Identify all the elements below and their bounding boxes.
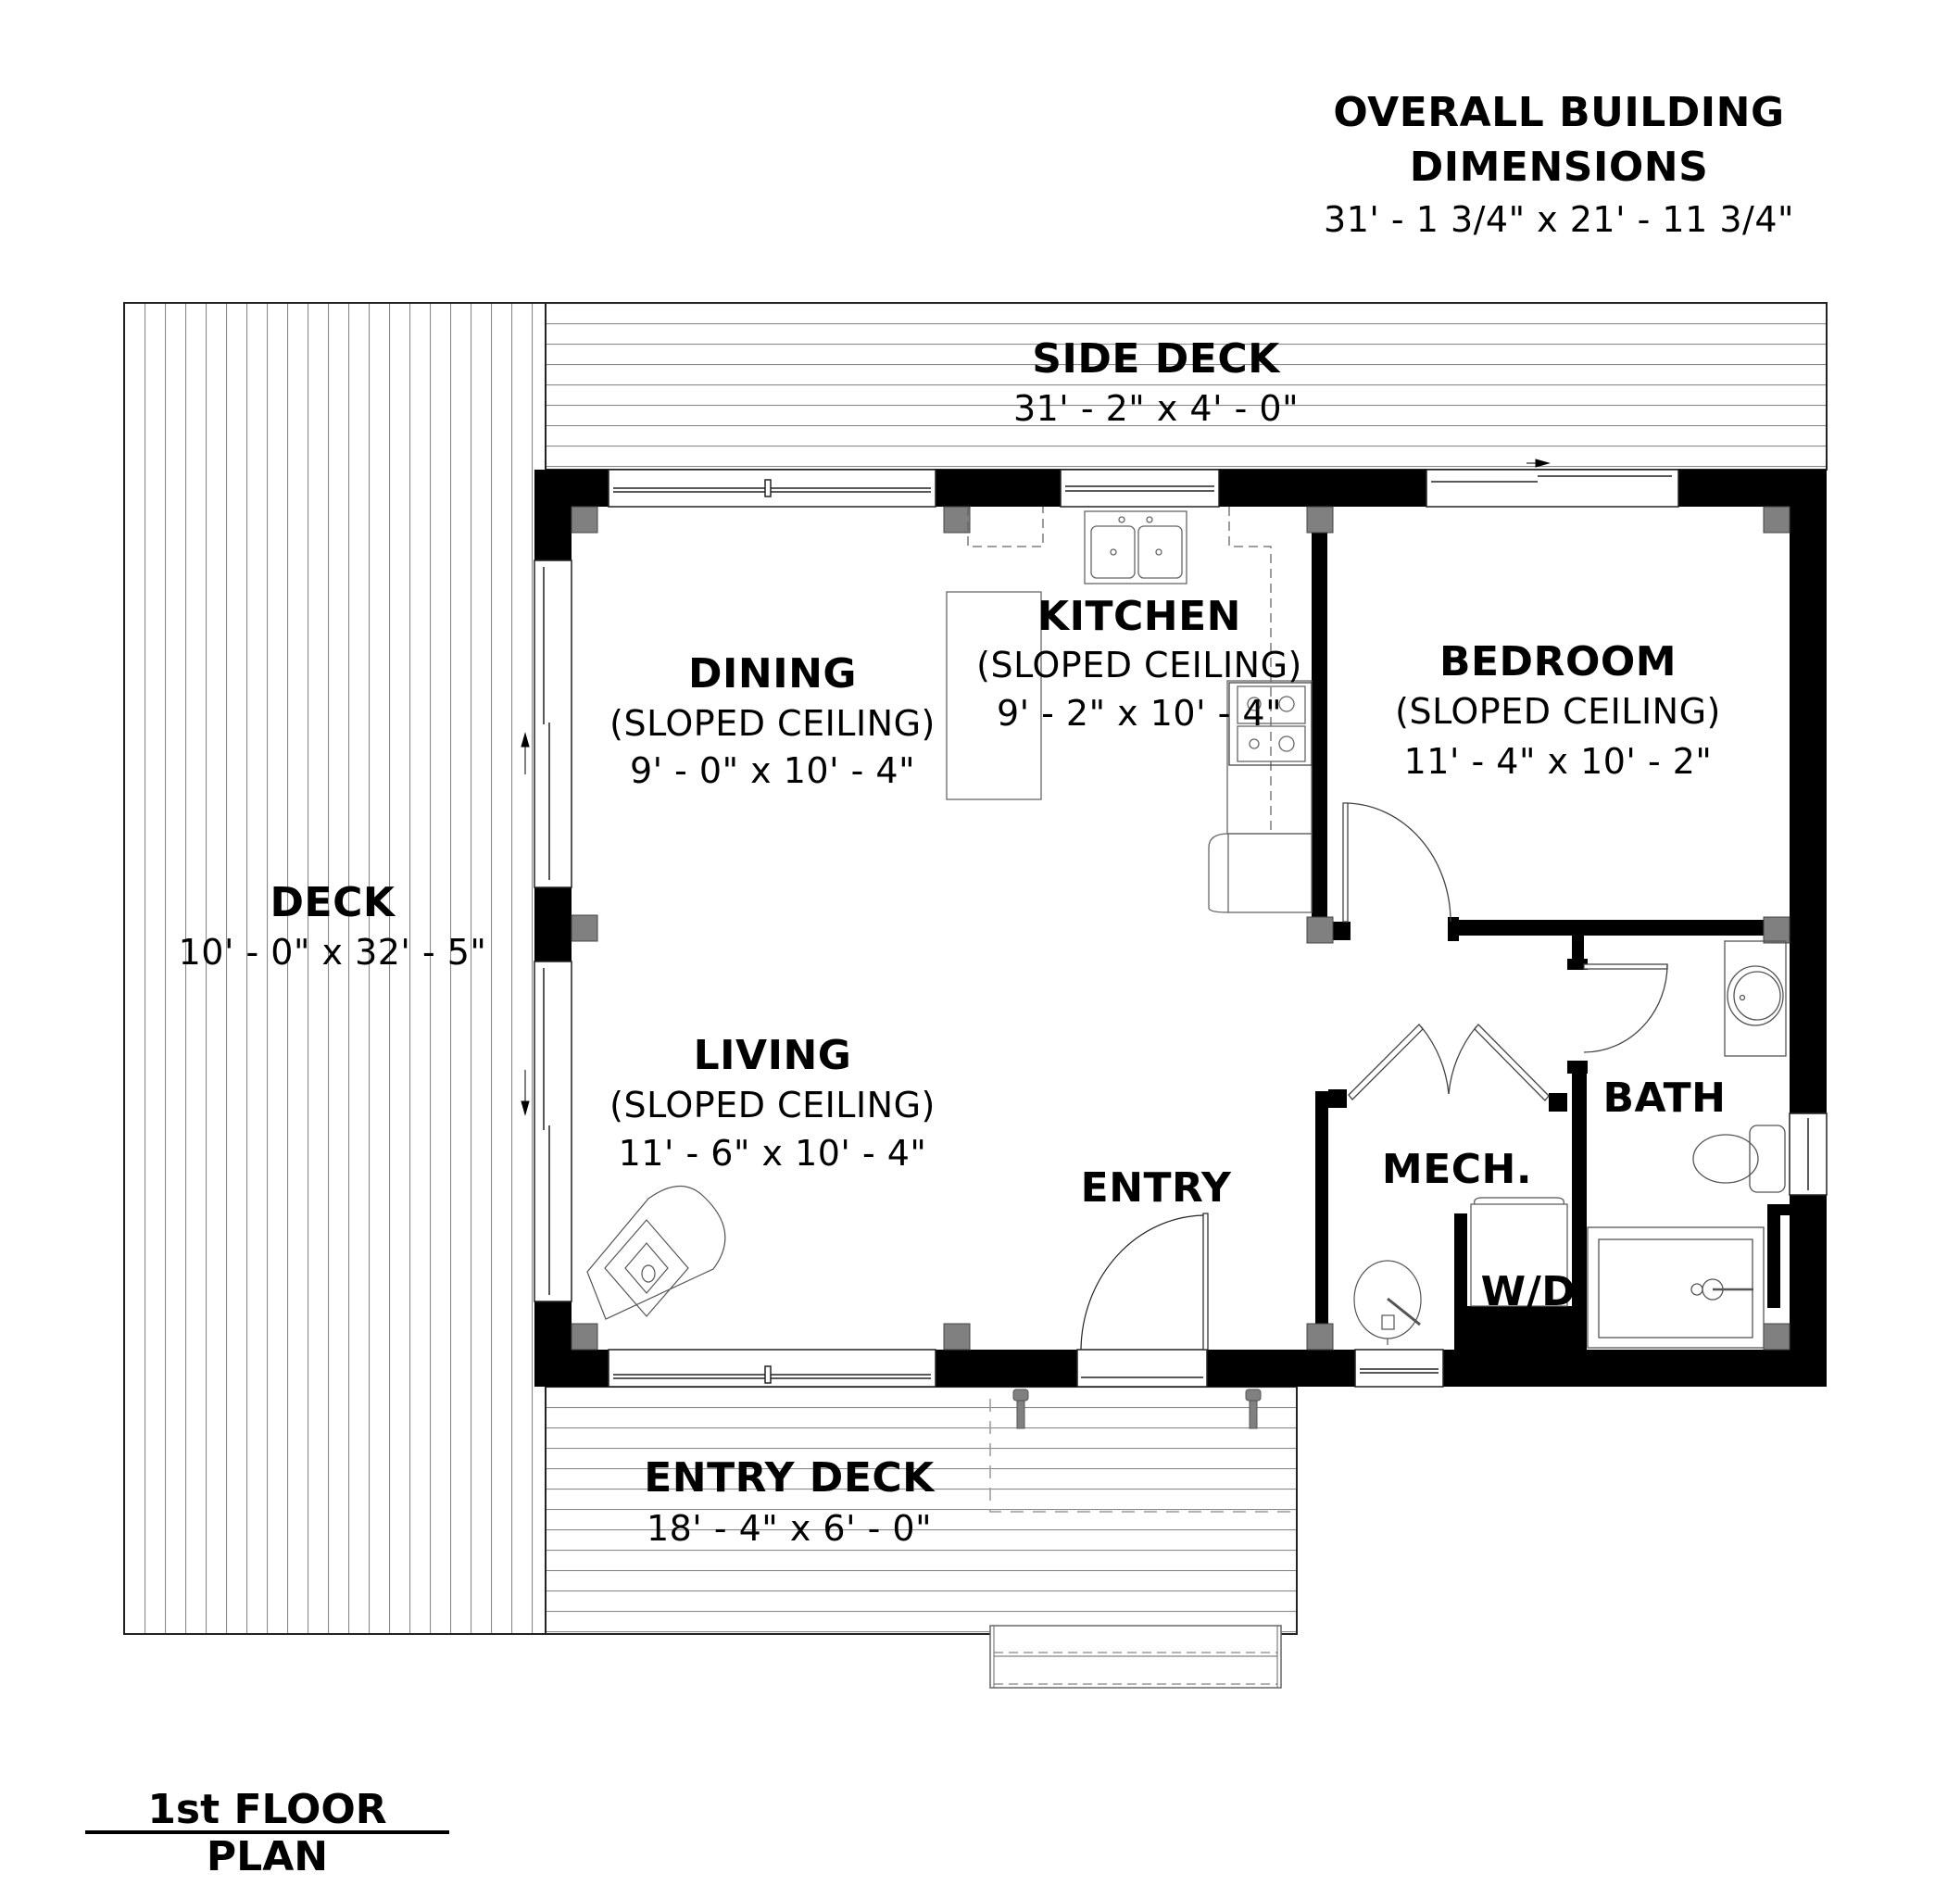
interior-walls [1312, 507, 1792, 1350]
slide-arrows [521, 459, 1551, 1116]
kitchen-label: KITCHEN [1037, 593, 1241, 640]
entry-door[interactable] [1076, 1213, 1209, 1388]
living-note: (SLOPED CEILING) [609, 1085, 936, 1125]
bedroom-door[interactable] [1342, 802, 1451, 923]
bedroom-dimensions: 11' - 4" x 10' - 2" [1403, 741, 1713, 782]
overall-title-line2: DIMENSIONS [1409, 144, 1709, 191]
water-heater [1353, 1260, 1422, 1345]
kitchen-fixtures [946, 507, 1313, 913]
overall-title-line1: OVERALL BUILDING [1333, 89, 1785, 136]
deck-left [123, 302, 547, 1635]
dining-dimensions: 9' - 0" x 10' - 4" [629, 750, 916, 791]
bath-fixtures [1587, 940, 1787, 1349]
entry-deck-posts [1012, 1389, 1262, 1429]
bath-door[interactable] [1583, 963, 1668, 1053]
dining-label: DINING [687, 650, 858, 698]
windows [534, 469, 1828, 1388]
deck-dimensions: 10' - 0" x 32' - 5" [178, 932, 487, 973]
mech-bifold-doors[interactable] [1348, 1024, 1550, 1101]
kitchen-note: (SLOPED CEILING) [976, 645, 1302, 685]
mech-label: MECH. [1381, 1146, 1533, 1193]
bedroom-note: (SLOPED CEILING) [1395, 691, 1721, 732]
entry-deck-dimensions: 18' - 4" x 6' - 0" [646, 1508, 933, 1549]
exterior-walls [534, 470, 1827, 1387]
overall-dimensions: 31' - 1 3/4" x 21' - 11 3/4" [1324, 199, 1794, 240]
entry-deck-label: ENTRY DECK [644, 1454, 935, 1502]
kitchen-dimensions: 9' - 2" x 10' - 4" [996, 693, 1283, 734]
side-deck-dimensions: 31' - 2" x 4' - 0" [1012, 388, 1300, 429]
wd-label: W/D [1480, 1268, 1577, 1315]
living-dimensions: 11' - 6" x 10' - 4" [618, 1133, 927, 1174]
side-deck-label: SIDE DECK [1032, 335, 1280, 383]
entry-label: ENTRY [1080, 1164, 1232, 1212]
plan-title-underline [85, 1830, 449, 1834]
bath-label: BATH [1602, 1075, 1727, 1122]
dining-note: (SLOPED CEILING) [609, 703, 936, 744]
living-label: LIVING [693, 1032, 852, 1079]
deck-label: DECK [270, 879, 396, 926]
plan-title: 1st FLOOR PLAN [147, 1786, 387, 1880]
side-deck [545, 302, 1828, 471]
bedroom-label: BEDROOM [1439, 638, 1677, 685]
wood-stove [586, 1185, 726, 1320]
washer-dryer [1470, 1197, 1568, 1307]
entry-stairs [989, 1625, 1282, 1689]
posts [571, 506, 1790, 1351]
